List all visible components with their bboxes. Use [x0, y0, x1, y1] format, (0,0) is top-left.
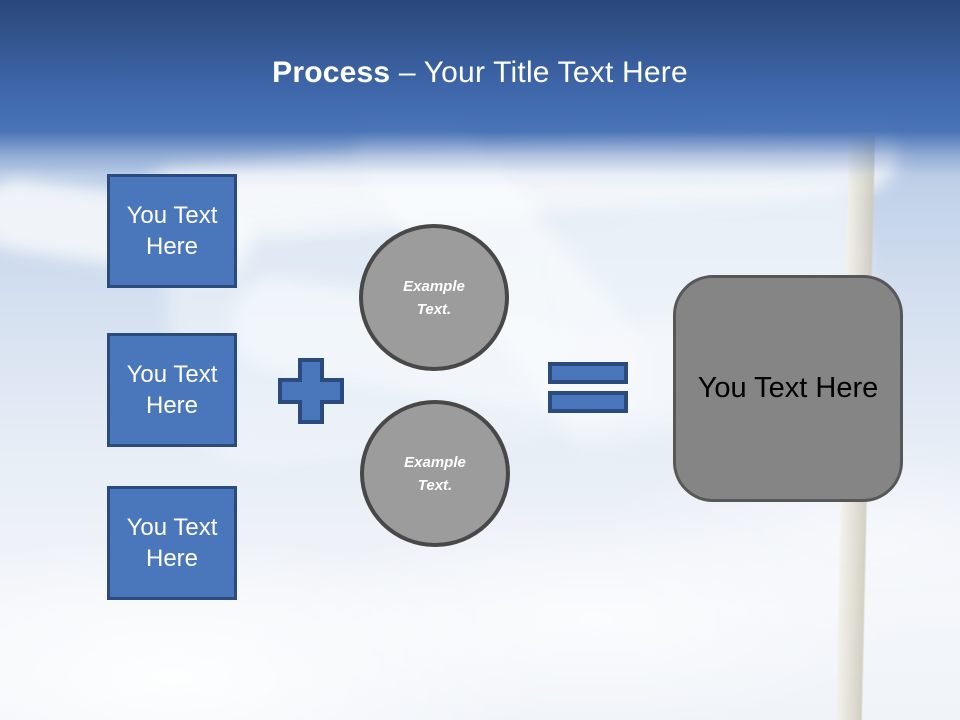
- result-box[interactable]: You Text Here: [673, 275, 903, 502]
- input-box-label: You Text Here: [126, 361, 218, 419]
- example-circle-1[interactable]: Example Text.: [359, 224, 509, 371]
- result-label: You Text Here: [697, 372, 879, 404]
- title-banner: [0, 0, 960, 190]
- title-rest: Your Title Text Here: [423, 56, 688, 89]
- slide-title[interactable]: Process – Your Title Text Here: [0, 55, 960, 91]
- input-box-1[interactable]: You Text Here: [107, 174, 237, 288]
- input-box-label: You Text Here: [126, 514, 218, 572]
- example-circle-label: Example Text.: [403, 277, 465, 318]
- equals-icon[interactable]: [548, 362, 628, 414]
- plus-shape: [278, 358, 344, 424]
- equals-bar: [548, 391, 628, 413]
- plus-path: [278, 358, 344, 424]
- example-circle-2[interactable]: Example Text.: [360, 400, 510, 547]
- equals-bar: [548, 362, 628, 384]
- title-separator: –: [398, 56, 416, 89]
- title-emphasis: Process: [272, 56, 391, 89]
- input-box-2[interactable]: You Text Here: [107, 333, 237, 447]
- input-box-3[interactable]: You Text Here: [107, 486, 237, 600]
- input-box-label: You Text Here: [126, 202, 218, 260]
- example-circle-label: Example Text.: [404, 453, 466, 494]
- plus-icon[interactable]: [276, 356, 346, 426]
